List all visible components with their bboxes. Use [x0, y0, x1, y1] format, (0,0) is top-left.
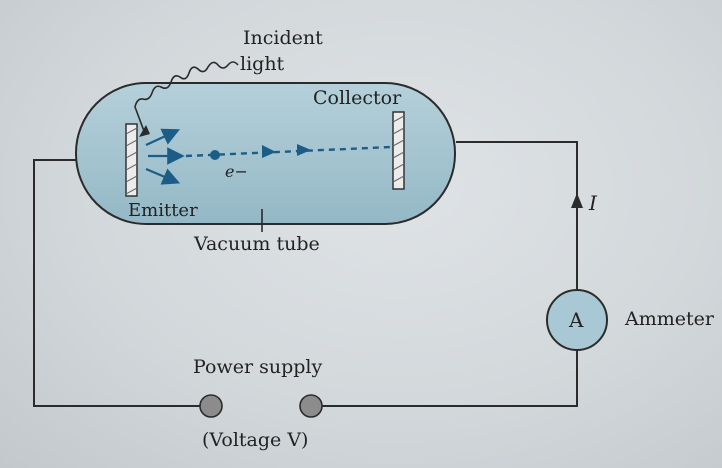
incident-light-arrowhead — [139, 125, 150, 137]
electron-path — [185, 145, 393, 158]
emitted-electron-arrows — [145, 128, 185, 185]
vacuum-tube-label: Vacuum tube — [194, 233, 320, 255]
collector-label: Collector — [313, 87, 402, 109]
power-supply-label: Power supply — [193, 356, 323, 378]
emitter-label: Emitter — [128, 200, 198, 221]
power-supply-terminal-left — [199, 394, 223, 418]
incident-light-ray — [134, 61, 239, 132]
electron-path-arrow-1 — [262, 145, 276, 158]
current-label: I — [589, 191, 597, 215]
voltage-label: (Voltage V) — [202, 429, 309, 451]
current-arrowhead — [571, 193, 583, 208]
electron-path-arrow-2 — [297, 144, 311, 156]
ammeter-symbol — [546, 289, 608, 351]
incident-light-label-line2: light — [240, 53, 285, 75]
collector-plate — [392, 111, 405, 190]
incident-light-label-line1: Incident — [243, 27, 323, 49]
power-supply-terminal-right — [299, 394, 323, 418]
emitter-plate — [125, 123, 138, 197]
electron-label: e− — [225, 162, 248, 181]
ammeter-label: Ammeter — [625, 308, 714, 330]
circuit-wire — [33, 141, 578, 407]
electron-dot — [210, 150, 220, 160]
ammeter-symbol-label: A — [569, 308, 584, 332]
